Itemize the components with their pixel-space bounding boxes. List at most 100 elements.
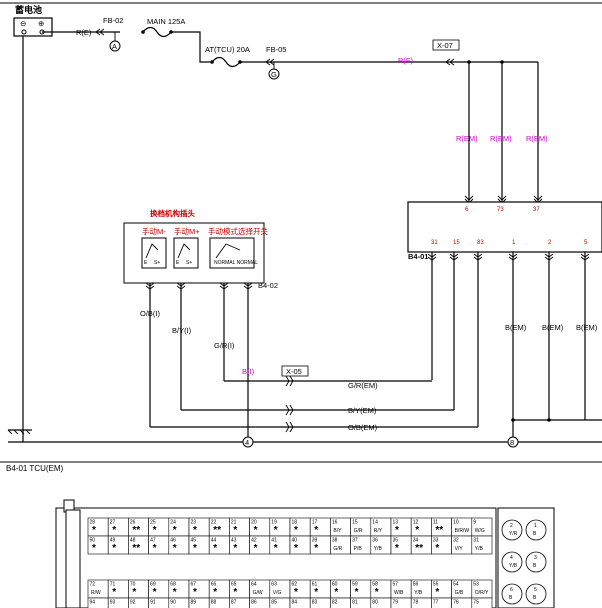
connector-pin-number: 12 — [413, 520, 419, 526]
connector-pin-number: 79 — [393, 600, 399, 606]
pin-top-37: 37 — [533, 207, 540, 213]
connector-pin-cell — [471, 597, 493, 608]
pin-2: 2 — [548, 240, 552, 246]
connector-pin-color: Y/B — [414, 590, 423, 596]
connector-pin-color: B/Y — [333, 528, 342, 534]
connector-pin-number: 76 — [453, 600, 459, 606]
switch-connector-box — [123, 222, 265, 284]
connector-round-pin — [525, 551, 547, 573]
connector-pin-number: 77 — [433, 600, 439, 606]
connector-pin-unused: * — [173, 525, 177, 536]
connector-pin-unused: * — [193, 543, 197, 554]
ground-4 — [242, 436, 254, 448]
fb02-label: FB-02 — [103, 16, 123, 25]
connector-pin-number: 47 — [150, 538, 156, 544]
connector-pin-color: P/B — [354, 546, 363, 552]
wire-main-to-atcu — [171, 31, 210, 63]
connector-pin-number: 63 — [271, 582, 277, 588]
pin-31: 31 — [431, 240, 438, 246]
connector-pin-number: 34 — [413, 538, 419, 544]
ground-8 — [507, 436, 519, 448]
connector-side-rail — [65, 509, 81, 608]
tag-s-1: S+ — [154, 260, 160, 266]
connector-pin-number: 58 — [372, 582, 378, 588]
connector-pin-unused: * — [153, 587, 157, 598]
connector-pin-unused: ** — [132, 525, 140, 536]
b-i-label: B(I) — [242, 367, 255, 376]
connector-pin-number: 11 — [433, 520, 438, 526]
atcu-fuse-icon — [211, 56, 241, 68]
connector-pin-number: 39 — [312, 538, 318, 544]
connector-pin-unused: ** — [132, 543, 140, 554]
connector-pin-number: 84 — [292, 600, 298, 606]
connector-pin-number: 62 — [292, 582, 298, 588]
connector-pin-unused: * — [173, 543, 177, 554]
connector-pin-unused: * — [314, 525, 318, 536]
connector-pin-color: V/G — [273, 590, 282, 596]
connector-pin-unused: ** — [435, 525, 443, 536]
connector-pin-color: G/R — [333, 546, 342, 552]
x05-box — [281, 365, 309, 377]
connector-round-pin-number: 6 — [510, 587, 513, 593]
connector-pin-unused: * — [233, 525, 237, 536]
connector-pin-number: 48 — [130, 538, 136, 544]
connector-pin-number: 18 — [292, 520, 298, 526]
connector-pin-number: 43 — [231, 538, 237, 544]
rem3-label: R(EM) — [526, 134, 548, 143]
ob-em-label: O/B(EM) — [348, 423, 378, 432]
connector-round-pin — [501, 519, 523, 541]
connector-round-pin — [501, 583, 523, 605]
connector-pin-unused: * — [294, 543, 298, 554]
connector-pin-unused: * — [112, 587, 116, 598]
connector-pin-number: 75 — [473, 600, 479, 606]
connector-pin-color: R/Y — [374, 528, 383, 534]
connector-pin-color: G/R — [354, 528, 363, 534]
connector-pin-number: 53 — [473, 582, 479, 588]
connector-pin-number: 59 — [352, 582, 358, 588]
connector-pin-color: Y/B — [374, 546, 383, 552]
connector-pin-number: 14 — [372, 520, 378, 526]
ground-4-label: 4 — [245, 438, 249, 447]
connector-round-pin — [525, 519, 547, 541]
connector-pin-cell — [471, 535, 493, 555]
connector-pin-number: 36 — [372, 538, 378, 544]
tag-s-2: S+ — [186, 260, 192, 266]
ob-i-label: O/B(I) — [140, 309, 161, 318]
connector-round-pin-color: B — [533, 531, 537, 537]
x05-label: X-05 — [286, 367, 302, 376]
connector-pin-number: 25 — [150, 520, 156, 526]
connector-pin-number: 82 — [332, 600, 338, 606]
connector-pin-unused: * — [274, 525, 278, 536]
connector-pin-unused: * — [233, 587, 237, 598]
connector-round-pin-color: Y/B — [509, 563, 518, 569]
battery-label: 蓄电池 — [15, 4, 42, 15]
connector-pin-number: 15 — [352, 520, 358, 526]
switch-small-label: NORMAL NORMAL — [214, 260, 258, 266]
connector-pin-number: 33 — [433, 538, 439, 544]
connector-pin-unused: * — [314, 543, 318, 554]
connector-pin-number: 80 — [372, 600, 378, 606]
connector-pin-number: 90 — [170, 600, 176, 606]
connector-pin-number: 38 — [332, 538, 338, 544]
connector-pin-unused: * — [334, 587, 338, 598]
connector-pin-number: 26 — [130, 520, 136, 526]
b401-label: B4-01 — [408, 252, 428, 261]
connector-round-pin-color: B — [533, 595, 537, 601]
connector-pin-number: 23 — [191, 520, 197, 526]
connector-pin-number: 21 — [231, 520, 237, 526]
x07-label: X-07 — [437, 41, 453, 50]
connector-pin-unused: * — [355, 587, 359, 598]
pin-top-73: 73 — [497, 207, 504, 213]
connector-pin-number: 72 — [90, 582, 96, 588]
connector-pin-number: 45 — [191, 538, 197, 544]
connector-pin-number: 40 — [292, 538, 298, 544]
connector-pin-number: 56 — [413, 582, 419, 588]
connector-pin-number: 93 — [110, 600, 116, 606]
connector-pin-color: R/W — [91, 590, 101, 596]
connector-pin-number: 87 — [231, 600, 237, 606]
connector-pin-number: 89 — [191, 600, 197, 606]
node-a-label: A — [112, 42, 117, 51]
connector-pin-number: 94 — [90, 600, 96, 606]
connector-pin-unused: * — [435, 543, 439, 554]
connector-pin-color: G/B — [455, 590, 464, 596]
